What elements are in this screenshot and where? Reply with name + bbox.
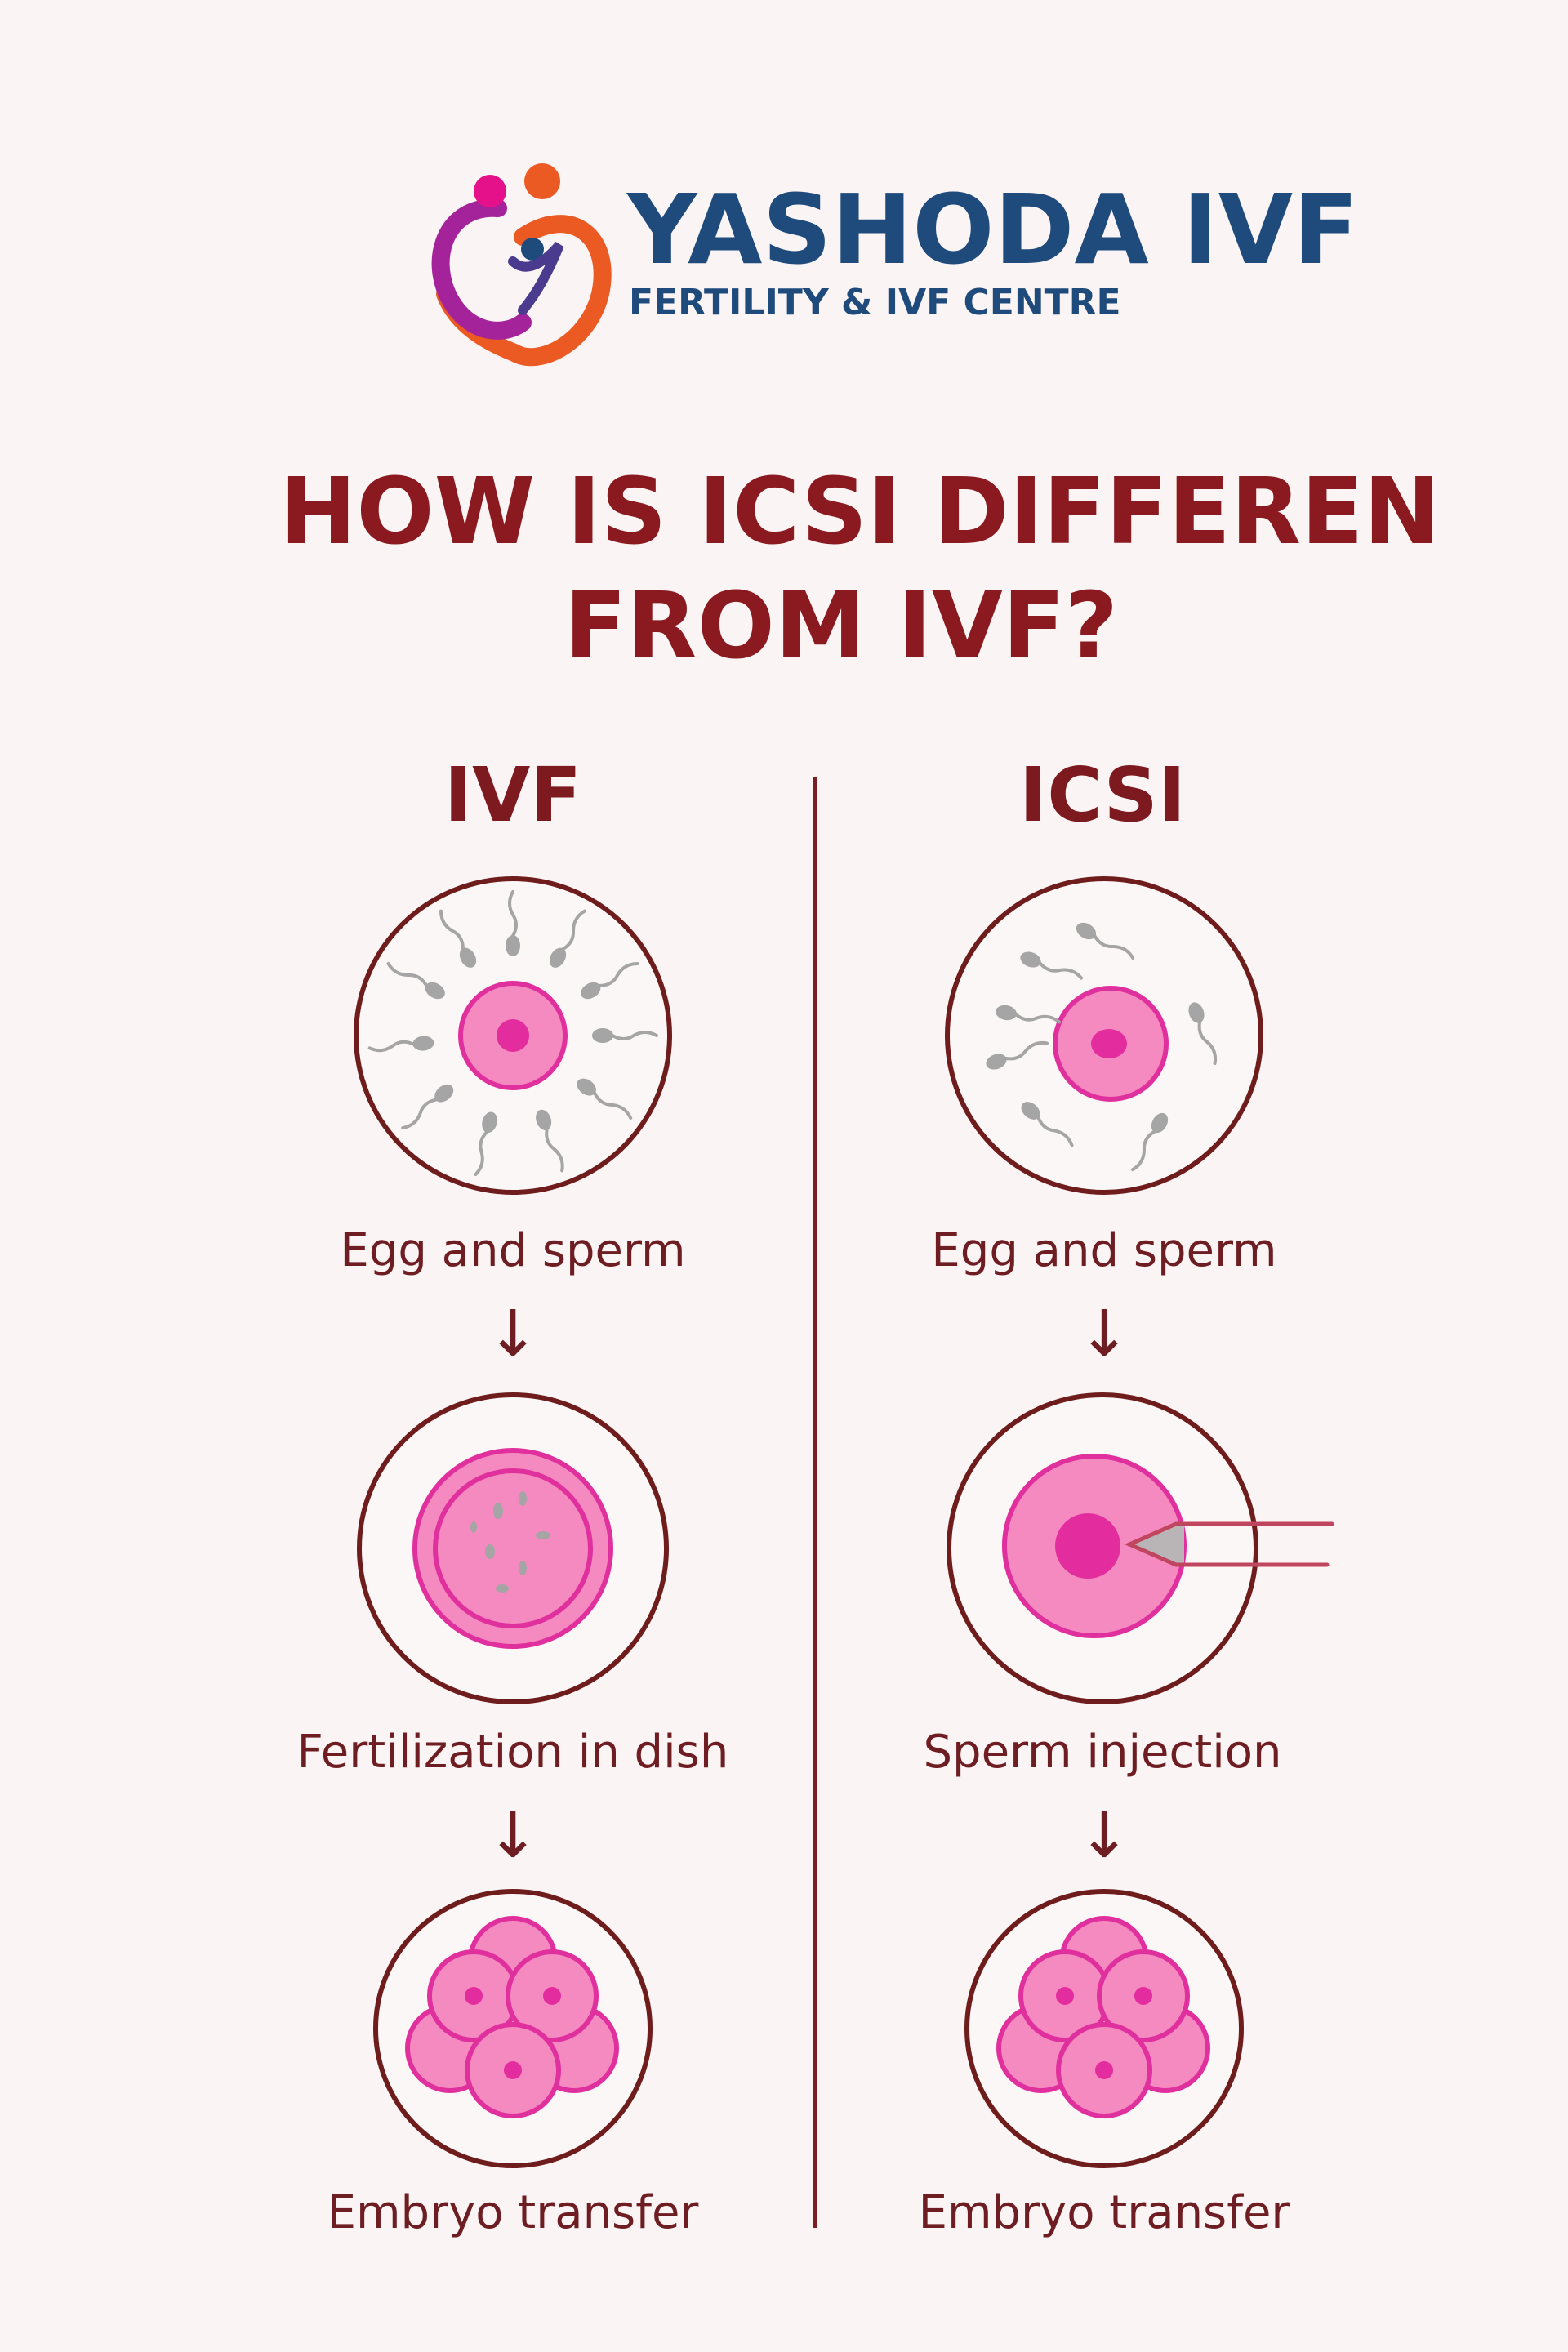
ivf-egg-and-sperm-illustration: [354, 876, 672, 1195]
ivf-column: IVF Egg and sperm ↓: [297, 751, 729, 2239]
icsi-step-1-label: Egg and sperm: [931, 1224, 1276, 1277]
down-arrow-icon: ↓: [1077, 1799, 1130, 1873]
down-arrow-icon: ↓: [486, 1799, 539, 1873]
icsi-column: ICSI Egg and sperm ↓ Sperm injection ↓: [919, 751, 1334, 2239]
page-title-line1: HOW IS ICSI DIFFEREN: [280, 459, 1441, 565]
icsi-sperm-injection-illustration: [947, 1392, 1334, 1704]
down-arrow-icon: ↓: [1077, 1298, 1130, 1371]
micropipette-icon: [1124, 1521, 1334, 1567]
logo: YASHODA IVF FERTILITY & IVF CENTRE: [431, 163, 1359, 367]
logo-name: YASHODA IVF: [626, 173, 1359, 286]
icsi-heading: ICSI: [1019, 751, 1186, 839]
logo-tagline: FERTILITY & IVF CENTRE: [629, 282, 1121, 323]
down-arrow-icon: ↓: [486, 1298, 539, 1371]
ivf-fertilization-illustration: [357, 1392, 669, 1704]
ivf-embryo-illustration: [373, 1889, 653, 2168]
sperm-fragments-icon: [470, 1491, 550, 1592]
ivf-step-2-label: Fertilization in dish: [297, 1726, 729, 1779]
icsi-embryo-illustration: [964, 1889, 1244, 2168]
page-title-line2: FROM IVF?: [564, 573, 1118, 679]
icsi-egg-and-sperm-illustration: [945, 876, 1263, 1195]
ivf-heading: IVF: [444, 751, 581, 839]
ivf-step-3-label: Embryo transfer: [327, 2186, 700, 2239]
icsi-step-2-label: Sperm injection: [923, 1726, 1281, 1779]
logo-heart-icon: [431, 163, 612, 367]
ivf-step-1-label: Egg and sperm: [340, 1224, 685, 1277]
icsi-step-3-label: Embryo transfer: [919, 2186, 1291, 2239]
